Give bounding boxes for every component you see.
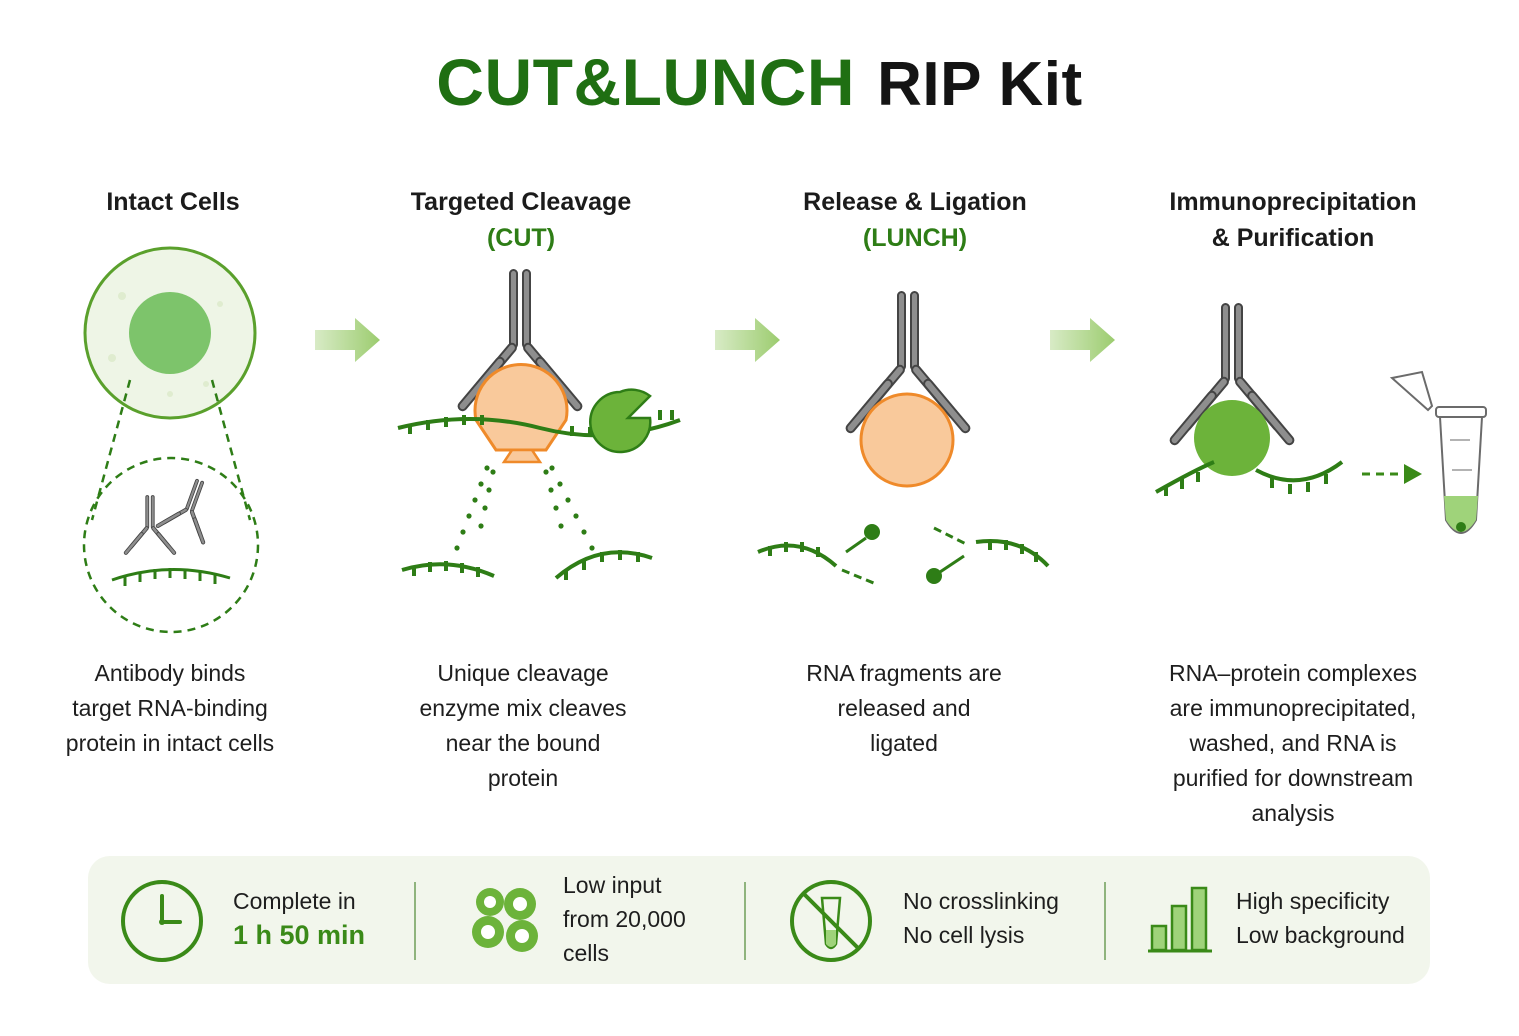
title-product: RIP Kit [877, 50, 1083, 119]
cells-icon [472, 888, 538, 952]
step2-subheading: (CUT) [486, 224, 556, 252]
feature-input-line1: Low input [563, 872, 662, 898]
rna-fragments-step2 [401, 550, 653, 580]
step4-subheading: & Purification [1211, 224, 1375, 252]
no-tube-icon [790, 880, 872, 962]
cell-icon [83, 246, 257, 420]
feature-no-crosslink-line1: No crosslinking [903, 888, 1059, 914]
feature-input-line3: cells [563, 940, 610, 966]
protein-green [1194, 400, 1270, 476]
antibodies-zoom-icon-2 [154, 470, 226, 546]
protein-orange-cut [473, 363, 569, 452]
arrow-2 [715, 318, 780, 362]
step2-description: Unique cleavage enzyme mix cleaves near … [419, 660, 627, 791]
cleavage-dots [454, 465, 595, 551]
feature-no-crosslink-line2: No cell lysis [903, 922, 1025, 948]
protein-orange [859, 392, 955, 488]
arrow-3 [1050, 318, 1115, 362]
feature-bar: Complete in 1 h 50 min Low input from 20… [88, 856, 1430, 984]
step2-heading: Targeted Cleavage (CUT) [380, 184, 662, 256]
rna-fragments-step3 [757, 526, 1050, 586]
page-title: CUT&LUNCH RIP Kit [0, 44, 1519, 120]
step1-heading: Intact Cells [106, 188, 240, 216]
feature-no-crosslink: No crosslinking No cell lysis [788, 856, 1108, 984]
feature-time-label: Complete in [233, 888, 356, 914]
feature-time-value: 1 h 50 min [233, 920, 366, 950]
feature-specificity: High specificity Low background [1146, 856, 1416, 984]
step4-description: RNA–protein complexes are immunoprecipit… [1168, 660, 1417, 826]
clock-icon [121, 880, 203, 962]
step3-heading: Release & Ligation (LUNCH) [780, 184, 1050, 256]
feature-specificity-line2: Low background [1236, 922, 1405, 948]
tube-icon [1389, 370, 1487, 534]
rna-strand-step4 [1155, 460, 1344, 496]
step3-description: RNA fragments are released and ligated [806, 660, 1002, 756]
feature-time: Complete in 1 h 50 min [118, 856, 408, 984]
antibodies-zoom-icon [123, 495, 177, 556]
zoom-callout [82, 379, 260, 634]
step4-heading: Immunoprecipitation & Purification [1169, 188, 1417, 252]
ligation-dots [864, 524, 942, 584]
divider [744, 882, 746, 960]
divider [1104, 882, 1106, 960]
rna-strand-zoom [111, 568, 231, 586]
enzyme-icon [589, 388, 652, 454]
step1-description: Antibody binds target RNA-binding protei… [65, 660, 275, 756]
step3-subheading: (LUNCH) [862, 224, 968, 252]
dashed-arrow [1362, 464, 1422, 484]
feature-input: Low input from 20,000 cells [466, 856, 746, 984]
divider [414, 882, 416, 960]
arrow-1 [315, 318, 380, 362]
title-brand: CUT&LUNCH [436, 45, 856, 119]
feature-specificity-line1: High specificity [1236, 888, 1390, 914]
feature-input-line2: from 20,000 [563, 906, 686, 932]
bar-chart-icon [1148, 886, 1212, 953]
